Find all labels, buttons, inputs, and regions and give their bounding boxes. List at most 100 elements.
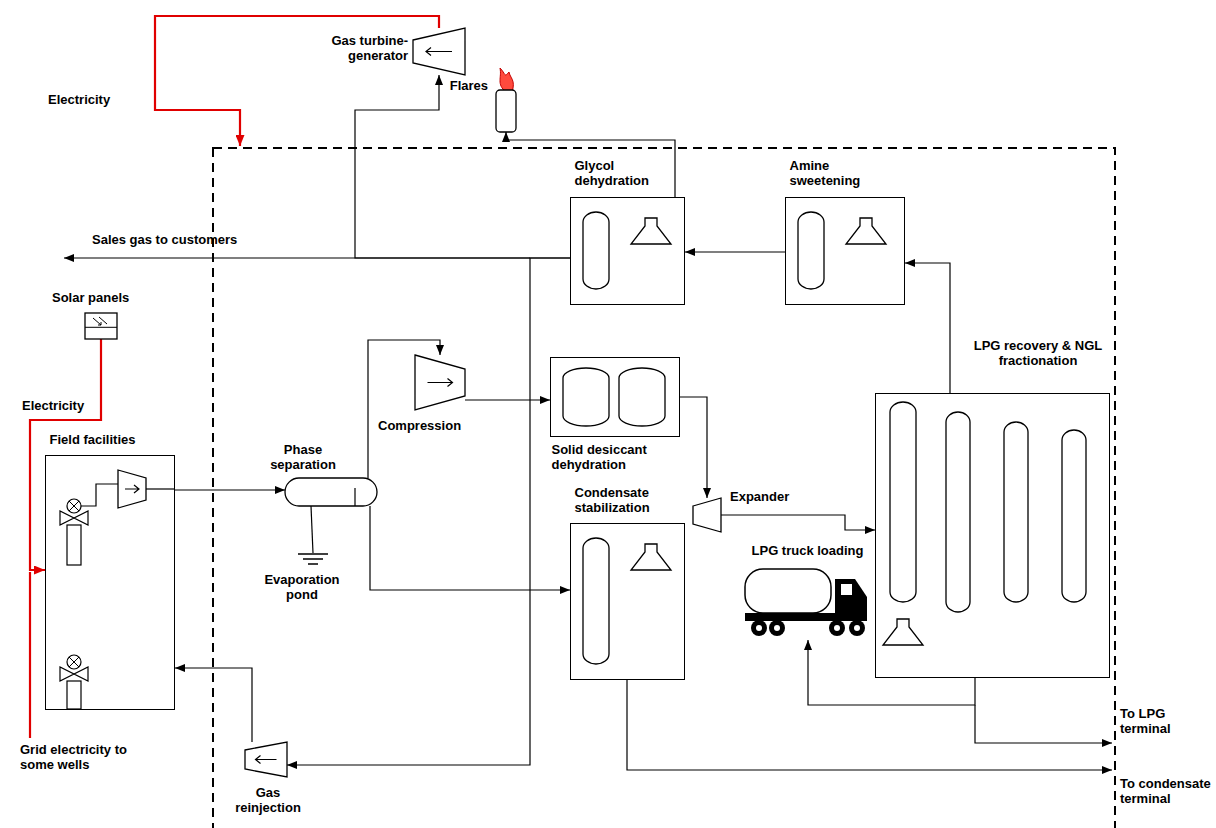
flow-label: Sales gas to customers xyxy=(92,232,282,247)
flow-arrow xyxy=(256,756,277,764)
node-label: Amine sweetening xyxy=(790,158,890,188)
node-label: Glycol dehydration xyxy=(575,158,667,188)
node-illustration xyxy=(571,198,683,303)
tank xyxy=(745,569,831,613)
flow-label: To condensate terminal xyxy=(1120,776,1212,806)
cab xyxy=(835,579,867,613)
wellhead-wheel xyxy=(67,499,81,513)
flow-arrow xyxy=(125,485,139,493)
machine-outline xyxy=(413,28,465,75)
node-illustration xyxy=(693,498,721,532)
wellbore xyxy=(67,525,81,565)
machine-outline xyxy=(693,498,721,532)
hub xyxy=(756,625,762,631)
machine-outline xyxy=(415,355,465,410)
process-connector xyxy=(680,397,707,498)
gas-turbine: Gas turbine-generator xyxy=(413,28,465,75)
process-connector xyxy=(355,75,570,258)
column-symbol xyxy=(1062,430,1086,602)
node-label: Solar panels xyxy=(52,290,162,305)
grid-electricity-line xyxy=(29,572,31,738)
node-illustration xyxy=(492,68,520,132)
flow-label: To LPG terminal xyxy=(1120,706,1212,736)
node-illustration xyxy=(85,313,117,339)
hub xyxy=(774,625,780,631)
column-symbol xyxy=(583,212,609,289)
wheel xyxy=(751,620,767,636)
node-illustration xyxy=(415,355,465,410)
process-connector xyxy=(175,668,252,742)
machine-outline xyxy=(245,742,287,777)
node-illustration xyxy=(46,456,173,708)
process-connector xyxy=(370,506,570,590)
node-illustration xyxy=(551,358,678,435)
column-symbol xyxy=(619,368,665,426)
node-label: Condensate stabilization xyxy=(575,485,685,515)
flame xyxy=(500,68,513,92)
expander: Expander xyxy=(693,498,721,532)
field-box: Field facilities xyxy=(45,455,175,710)
node-illustration xyxy=(786,198,903,303)
flare-stack: Flares xyxy=(492,68,520,132)
column-symbol xyxy=(890,402,916,602)
lpg-terminal-line xyxy=(975,705,1112,743)
process-connector xyxy=(721,515,875,530)
vessel-outline xyxy=(285,478,377,506)
wheel xyxy=(769,620,785,636)
chassis xyxy=(745,613,867,621)
reboiler-symbol xyxy=(631,544,671,570)
node-label: Expander xyxy=(730,489,815,504)
wheel xyxy=(849,620,865,636)
node-illustration xyxy=(745,565,870,640)
node-label: Gas turbine-generator xyxy=(318,33,408,63)
node-label: Flares xyxy=(436,78,488,93)
hub xyxy=(834,625,840,631)
reboiler-symbol xyxy=(883,619,923,645)
wellhead-pipe xyxy=(81,484,118,506)
node-label: LPG truck loading xyxy=(745,543,870,558)
node-label: Compression xyxy=(378,418,488,433)
reboiler-symbol xyxy=(846,218,886,244)
process-connector xyxy=(311,506,313,553)
reinjection-compressor: Gas reinjection xyxy=(245,742,287,777)
node-label: Solid desiccant dehydration xyxy=(552,442,687,472)
flare-stack-body xyxy=(496,90,516,132)
separator-vessel: Phase separation xyxy=(285,478,377,506)
process-connector xyxy=(905,263,950,393)
process-connector xyxy=(506,132,675,197)
wellhead-wheel xyxy=(67,655,81,669)
cab-window xyxy=(841,584,852,595)
ground-symbol xyxy=(298,554,328,564)
evaporation-pond: Evaporation pond xyxy=(298,553,328,567)
flow-label: Electricity xyxy=(48,92,148,107)
flow-label: Electricity xyxy=(22,398,100,413)
node-illustration xyxy=(298,553,328,567)
hub xyxy=(854,625,860,631)
wheel-spokes xyxy=(69,501,79,511)
flow-label: Grid electricity to some wells xyxy=(20,742,150,772)
flow-arrow xyxy=(426,48,452,56)
glycol-box: Glycol dehydration xyxy=(570,197,685,305)
wellbore xyxy=(67,681,81,709)
node-label: Phase separation xyxy=(258,442,348,472)
node-illustration xyxy=(413,28,465,75)
node-label: Field facilities xyxy=(50,432,175,447)
process-connector xyxy=(175,489,285,490)
weir-plate xyxy=(354,488,355,506)
column-symbol xyxy=(563,368,609,426)
column-symbol xyxy=(798,212,824,289)
node-illustration xyxy=(245,742,287,777)
dehydration-box: Solid desiccant dehydration xyxy=(550,357,680,437)
flow-arrow xyxy=(428,379,453,387)
process-connector xyxy=(685,251,785,252)
plant-boundary xyxy=(213,148,1115,828)
amine-box: Amine sweetening xyxy=(785,197,905,305)
stabilization-box: Condensate stabilization xyxy=(570,523,685,680)
reboiler-symbol xyxy=(631,218,671,244)
fractionation-box: LPG recovery & NGL fractionation xyxy=(875,393,1110,678)
machine-outline xyxy=(118,470,146,508)
column-symbol xyxy=(1004,422,1028,602)
node-label: LPG recovery & NGL fractionation xyxy=(966,338,1111,368)
node-illustration xyxy=(285,478,377,506)
